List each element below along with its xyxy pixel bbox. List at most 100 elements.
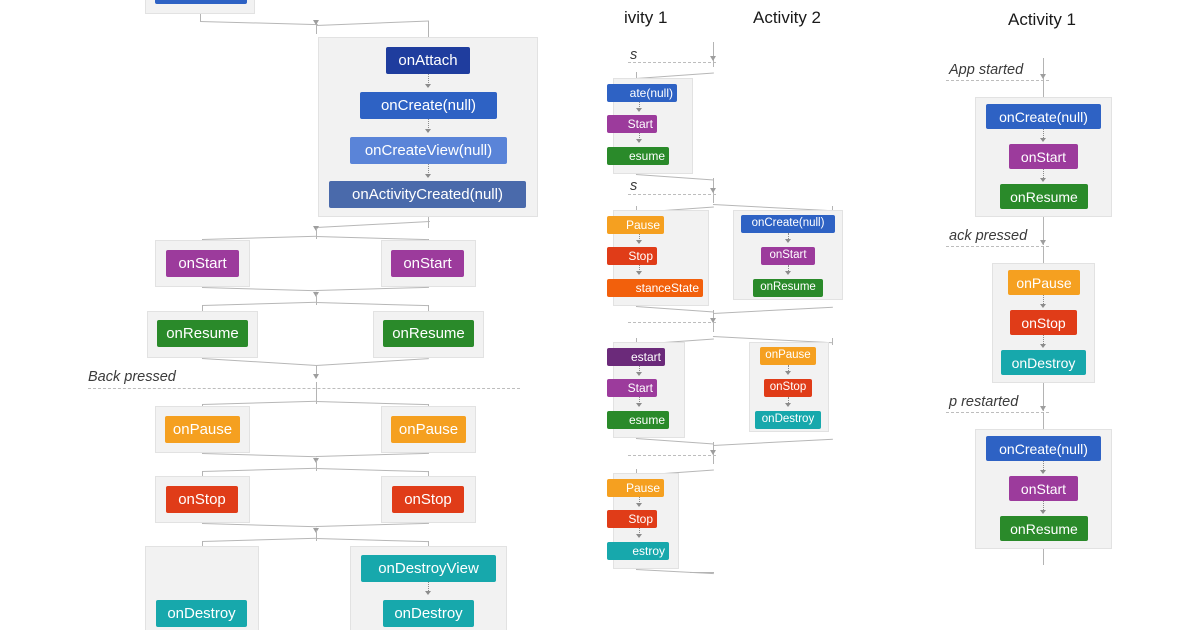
node-clipped-top[interactable] [155,0,247,4]
arrow-a1-restart-1 [636,372,642,376]
tick-right-destroy-2 [1043,335,1044,346]
edge-a1create-out [635,174,714,181]
edge-right-tail [1043,549,1044,565]
edge-create-drop [316,21,317,34]
edge-junction-to-resume-left [202,301,317,306]
edge-resume-junction [316,294,317,305]
node-resume-right[interactable]: onResume [383,320,474,347]
tick-attach-create [428,74,429,87]
arrow-backpressed [313,374,319,379]
arrow-right-destroy-2 [1040,344,1046,348]
node-a2-create-onresume[interactable]: onResume [753,279,823,297]
edge-create-enter [428,21,429,37]
tick-a2-create-1 [788,233,789,241]
tick-a1-pause-1 [639,234,640,243]
tick-a1-create-2 [639,133,640,142]
tick-right-create-2 [1043,169,1044,180]
node-onactivitycreated[interactable]: onActivityCreated(null) [329,181,526,208]
node-right-destroy-onstop[interactable]: onStop [1010,310,1077,335]
node-right-create-onresume[interactable]: onResume [1000,184,1088,209]
node-right-recreate-onstart[interactable]: onStart [1009,476,1078,501]
arrow-a2-create-2 [785,271,791,275]
edge-junction-to-destroy-right [315,538,429,543]
tick-create-createview [428,119,429,132]
edge-resume-right-in [428,305,429,312]
node-a1-destroy-onstop[interactable]: Stop [607,510,657,528]
arrow-middle-2 [710,188,716,193]
edge-resume-left-out [201,358,317,367]
edge-start-junction [316,228,317,239]
node-oncreate[interactable]: onCreate(null) [360,92,497,119]
divider-back-pressed [88,388,520,389]
node-a1-restart-onstart[interactable]: Start [607,379,657,397]
node-right-create-oncreate[interactable]: onCreate(null) [986,104,1101,129]
event-label-app-started: App started [949,62,1024,78]
node-oncreateview[interactable]: onCreateView(null) [350,137,507,164]
node-a1-pause-onpause[interactable]: Pause [607,216,664,234]
arrow-attach-create [425,84,431,88]
node-pause-right[interactable]: onPause [391,416,466,443]
node-a2-create-onstart[interactable]: onStart [761,247,815,265]
edge-resume-left-in [202,305,203,312]
edge-middle-tail [690,572,714,573]
node-a1-restart-onrestart[interactable]: estart [607,348,665,366]
node-a2-destroy-onpause[interactable]: onPause [760,347,816,365]
arrow-a1-pause-2 [636,271,642,275]
node-right-destroy-ondestroy[interactable]: onDestroy [1001,350,1086,375]
edge-create-to-start-d1 [316,221,430,228]
event-label-back-pressed: Back pressed [88,369,176,385]
node-a1-pause-onsaveinstancestate[interactable]: stanceState [607,279,703,297]
node-right-recreate-oncreate[interactable]: onCreate(null) [986,436,1101,461]
node-start-left[interactable]: onStart [166,250,239,277]
tick-a2-destroy-2 [788,397,789,405]
arrow-app-started [1040,74,1046,79]
arrow-create-createview [425,129,431,133]
node-resume-left[interactable]: onResume [157,320,248,347]
node-a1-create-oncreate[interactable]: ate(null) [607,84,677,102]
node-stop-right[interactable]: onStop [392,486,464,513]
node-a2-destroy-onstop[interactable]: onStop [764,379,812,397]
divider-app-started [946,80,1049,81]
arrow-right-create-1 [1040,138,1046,142]
edge-a1pause-out [635,306,714,313]
column-header-activity-2-middle: Activity 2 [753,8,822,27]
node-stop-left[interactable]: onStop [166,486,238,513]
arrow-right-recreate-1 [1040,470,1046,474]
node-destroyview-right[interactable]: onDestroyView [361,555,496,582]
edge-a2destroy-in [832,338,833,345]
node-destroy-right[interactable]: onDestroy [383,600,474,627]
edge-a1destroy-in [636,469,637,476]
edge-junction-to-pause-left [202,400,317,405]
node-pause-left[interactable]: onPause [165,416,240,443]
tick-a1-pause-2 [639,265,640,274]
node-a1-destroy-onpause[interactable]: Pause [607,479,664,497]
tick-right-create-1 [1043,129,1044,140]
node-destroy-left[interactable]: onDestroy [156,600,247,627]
edge-junction-to-resume-right [315,302,429,307]
node-a1-create-onstart[interactable]: Start [607,115,657,133]
edge-middle-1-down [713,42,714,67]
node-a1-pause-onstop[interactable]: Stop [607,247,657,265]
arrow-middle-1 [710,56,716,61]
tick-a1-destroy-1 [639,497,640,506]
divider-middle-3 [628,322,716,323]
arrow-a1-create-1 [636,108,642,112]
node-a1-destroy-ondestroy[interactable]: estroy [607,542,669,560]
node-onattach[interactable]: onAttach [386,47,470,74]
arrow-app-restarted [1040,406,1046,411]
node-a2-create-oncreate[interactable]: onCreate(null) [741,215,835,233]
node-right-destroy-onpause[interactable]: onPause [1008,270,1080,295]
divider-app-restarted [946,412,1049,413]
tick-a1-create-1 [639,102,640,111]
node-right-create-onstart[interactable]: onStart [1009,144,1078,169]
node-a2-destroy-ondestroy[interactable]: onDestroy [755,411,821,429]
node-a1-create-onresume[interactable]: esume [607,147,669,165]
column-header-activity-1-middle: ivity 1 [624,8,668,27]
node-start-right[interactable]: onStart [391,250,464,277]
edge-clipped-to-create-d2 [316,20,429,26]
node-a1-restart-onresume[interactable]: esume [607,411,669,429]
node-right-recreate-onresume[interactable]: onResume [1000,516,1088,541]
arrow-right-destroy-1 [1040,304,1046,308]
tick-a2-create-2 [788,265,789,273]
edge-stop-right-out [316,522,429,527]
